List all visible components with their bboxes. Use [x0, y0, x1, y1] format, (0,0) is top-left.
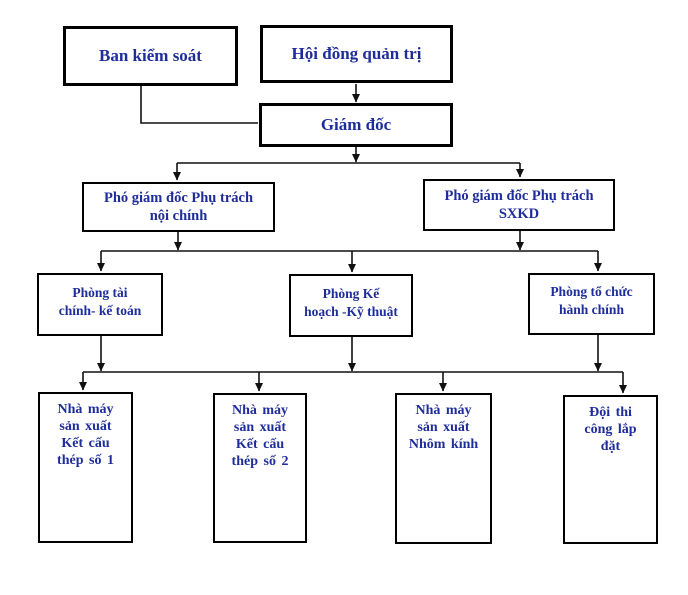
- node-nha-may-thep-2: Nhà máy sản xuất Kết cấu thép số 2: [213, 393, 307, 543]
- node-ban-kiem-soat-label: Ban kiểm soát: [99, 46, 202, 65]
- node-pho-giam-doc-noi-chinh-label: Phó giám đốc Phụ trách nội chính: [103, 189, 254, 224]
- node-phong-ke-hoach: Phòng Kế hoạch -Kỹ thuật: [289, 274, 413, 337]
- edge-bks-giamdoc: [140, 86, 258, 124]
- node-giam-doc: Giám đốc: [259, 103, 453, 147]
- node-pho-giam-doc-noi-chinh: Phó giám đốc Phụ trách nội chính: [82, 182, 275, 232]
- node-phong-to-chuc-label: Phòng tổ chức hành chính: [550, 284, 633, 317]
- node-pho-giam-doc-sxkd-label: Phó giám đốc Phụ trách SXKD: [444, 187, 594, 222]
- node-giam-doc-label: Giám đốc: [320, 115, 392, 134]
- node-doi-thi-cong-label: Đội thi công lắp đặt: [584, 405, 637, 455]
- node-hoi-dong-quan-tri-label: Hội đồng quản trị: [291, 44, 422, 63]
- node-nha-may-nhom-kinh-label: Nhà máy sản xuất Nhôm kính: [408, 403, 479, 453]
- node-nha-may-thep-2-label: Nhà máy sản xuất Kết cấu thép số 2: [231, 403, 289, 470]
- node-ban-kiem-soat: Ban kiểm soát: [63, 26, 238, 86]
- node-phong-ke-hoach-label: Phòng Kế hoạch -Kỹ thuật: [304, 285, 398, 319]
- node-hoi-dong-quan-tri: Hội đồng quản trị: [260, 25, 453, 83]
- node-nha-may-thep-1-label: Nhà máy sản xuất Kết cấu thép số 1: [57, 402, 114, 469]
- node-phong-tai-chinh-label: Phòng tài chính- kế toán: [58, 284, 142, 318]
- node-doi-thi-cong: Đội thi công lắp đặt: [563, 395, 658, 544]
- node-phong-to-chuc: Phòng tổ chức hành chính: [528, 273, 655, 335]
- node-phong-tai-chinh: Phòng tài chính- kế toán: [37, 273, 163, 336]
- node-pho-giam-doc-sxkd: Phó giám đốc Phụ trách SXKD: [423, 179, 615, 231]
- node-nha-may-thep-1: Nhà máy sản xuất Kết cấu thép số 1: [38, 392, 133, 543]
- node-nha-may-nhom-kinh: Nhà máy sản xuất Nhôm kính: [395, 393, 492, 544]
